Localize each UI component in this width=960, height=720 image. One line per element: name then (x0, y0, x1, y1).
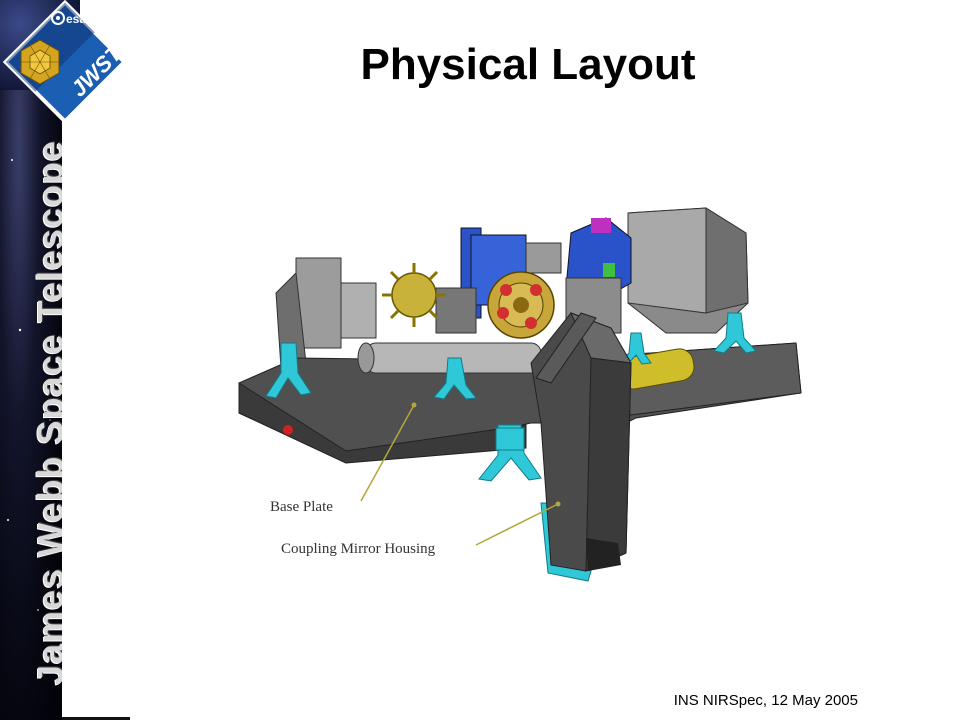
nirspec-layout-figure (236, 193, 803, 586)
mirror-icon (20, 39, 60, 85)
base-plate-leader (360, 404, 415, 502)
filter-wheel-gold (382, 263, 446, 327)
bottom-strip (62, 717, 130, 720)
coupling-leader (475, 504, 557, 546)
grating-wheel (487, 271, 555, 339)
esa-text: esa (66, 12, 86, 26)
left-banner: James Webb Space Telescope (0, 0, 62, 720)
jwst-logo: esa JWST (0, 0, 128, 125)
coupling-mirror-housing-label: Coupling Mirror Housing (281, 541, 436, 557)
coupling-mirror-housing (530, 312, 632, 572)
mid-components (275, 242, 622, 369)
page-title: Physical Layout (360, 40, 696, 89)
footer-text: INS NIRSpec, 12 May 2005 (673, 692, 858, 709)
starfield (7, 159, 56, 611)
base-plate-label: Base Plate (270, 499, 333, 515)
esa-icon (51, 11, 65, 25)
instrument-block (627, 207, 749, 334)
banner-title: James Webb Space Telescope (30, 140, 62, 685)
